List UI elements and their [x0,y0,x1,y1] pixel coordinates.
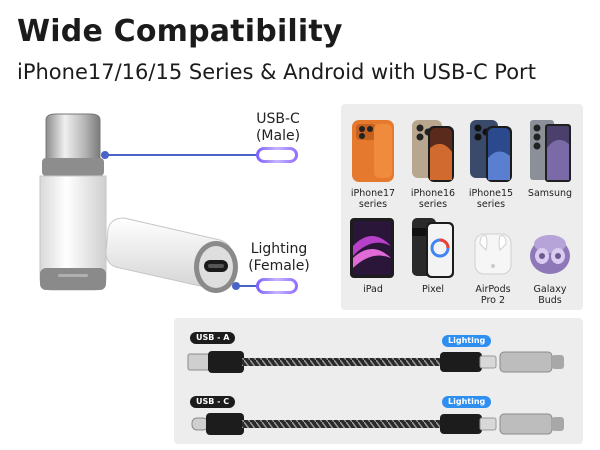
adapter-illustration [39,113,238,293]
device-iphone15: iPhone15 series [463,118,519,210]
male-port-label: USB-C (Male) [243,111,313,145]
iphone17-icon [352,120,394,182]
device-samsung: Samsung [522,118,578,199]
female-adapter [105,217,238,293]
usb-c-to-lightning-cable [191,413,564,435]
cable-end-badge: Lighting [442,396,492,408]
device-label-line2: Pro 2 [480,295,506,306]
male-leader-line [106,154,256,156]
device-label-line1: AirPods [475,284,511,295]
device-label-line1: iPhone17 [350,188,396,199]
page-title: Wide Compatibility [17,14,343,49]
male-leader-dot [101,151,109,159]
female-leader-line [238,285,256,287]
device-pixel: Pixel [405,216,461,295]
pixel-icon [412,218,454,278]
cable-end-badge: Lighting [442,335,492,347]
device-label-line1: iPhone16 [410,188,456,199]
cable-start-badge: USB - A [190,332,236,344]
device-label-line1: iPad [363,284,383,295]
male-adapter [39,113,107,291]
device-airpods: AirPods Pro 2 [465,226,521,306]
device-label-line1: iPhone15 [468,188,514,199]
cable-start-badge: USB - C [190,396,236,408]
female-leader-dot [232,282,240,290]
ipad-icon [350,218,394,278]
samsung-icon [530,120,571,182]
device-galaxy-buds: Galaxy Buds [522,226,578,306]
device-label-line1: Galaxy [533,284,567,295]
galaxy-buds-icon [530,235,570,274]
device-label-line2: series [358,199,388,210]
female-port-pill [256,278,298,294]
female-port-label-line1: Lighting [250,241,308,257]
male-port-label-line1: USB-C [256,111,300,127]
device-label-line2: Buds [538,295,562,306]
device-label-line2: series [418,199,448,210]
device-label-line1: Pixel [422,284,444,295]
male-port-pill [256,147,298,163]
usb-a-to-lightning-cable [187,351,564,373]
device-ipad: iPad [345,216,401,295]
iphone16-icon [412,120,454,182]
page-subtitle: iPhone17/16/15 Series & Android with USB… [17,60,536,84]
cable-panel: USB - A Lighting USB - C Lighting [174,318,583,444]
device-iphone17: iPhone17 series [345,118,401,210]
male-port-label-line2: (Male) [255,128,301,144]
female-port-label: Lighting (Female) [242,241,316,275]
device-label-line2: series [476,199,506,210]
device-label-line1: Samsung [527,188,573,199]
iphone15-icon [470,120,512,182]
device-iphone16: iPhone16 series [405,118,461,210]
airpods-icon [474,233,512,275]
female-port-label-line2: (Female) [248,258,310,274]
compatible-devices-panel: iPhone17 series iPhone16 series iPhone15… [341,104,583,310]
